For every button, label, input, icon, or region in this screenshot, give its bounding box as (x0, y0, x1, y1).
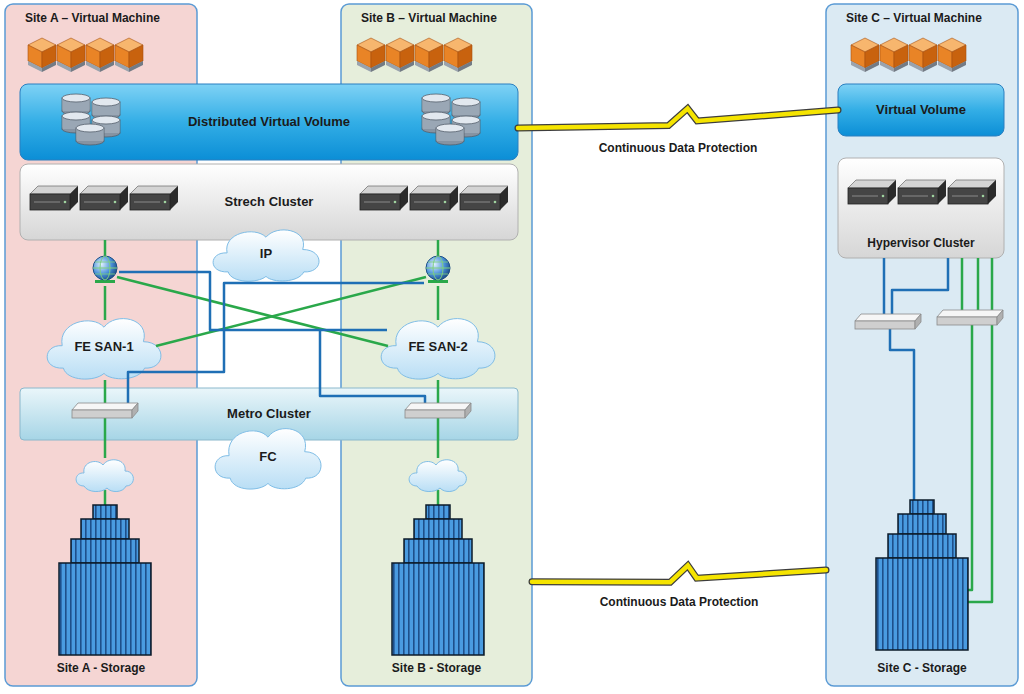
network-cloud-shape (381, 319, 495, 379)
network-wires (105, 240, 992, 602)
site-label: Site A - Storage (57, 661, 145, 675)
network-cloud-shape (213, 230, 319, 281)
database-icons (62, 94, 480, 145)
cluster-band-shape (20, 164, 518, 240)
site-panel: Site C – Virtual MachineSite C - Storage… (826, 4, 1018, 686)
connector-label: Continuous Data Protection (599, 141, 758, 155)
site-label: Site C - Storage (877, 661, 966, 675)
connector-label-box: Continuous Data Protection (595, 140, 762, 156)
lightning-connector (532, 566, 826, 583)
switch-icons (72, 310, 1003, 418)
cluster-band: Strech Cluster (20, 164, 518, 240)
network-cloud: IP (212, 226, 320, 282)
volume-band: Distributed Virtual Volume (20, 84, 518, 160)
cluster-band: Metro Cluster (20, 388, 518, 440)
network-cloud: FC (214, 424, 322, 490)
lightning-outline (532, 566, 826, 583)
node-label: FE SAN-2 (408, 339, 467, 355)
site-label: Site C – Virtual Machine (846, 11, 982, 25)
network-cloud: FE SAN-1 (46, 314, 162, 380)
node-label: IP (260, 246, 272, 262)
site-label: Site B - Storage (392, 661, 481, 675)
site-label: Site A – Virtual Machine (25, 11, 160, 25)
node-label: Distributed Virtual Volume (188, 114, 350, 130)
volume-band: Virtual Volume (838, 84, 1004, 136)
network-cloud: FE SAN-2 (380, 314, 496, 380)
storage-buildings (59, 500, 968, 655)
node-label: FE SAN-1 (74, 339, 133, 355)
cluster-band-shape (20, 388, 518, 440)
node-label: Strech Cluster (225, 194, 314, 210)
connector-label: Continuous Data Protection (600, 595, 759, 609)
node-label: Hypervisor Cluster (867, 236, 974, 250)
server-icons (30, 180, 996, 210)
cluster-band-shape (838, 158, 1004, 258)
network-cloud-shape (215, 429, 321, 489)
network-cloud-shape (47, 319, 161, 379)
site-panel-shape (826, 4, 1018, 686)
node-label: Virtual Volume (876, 102, 966, 118)
volume-band-shape (20, 84, 518, 160)
node-label: Metro Cluster (227, 406, 311, 422)
vm-icons (28, 38, 966, 72)
cluster-band: Hypervisor Cluster (838, 158, 1004, 258)
node-label: FC (259, 449, 276, 465)
lightning-outline (518, 108, 838, 128)
site-label: Site B – Virtual Machine (361, 11, 497, 25)
lightning-connector (518, 108, 838, 128)
connector-label-box: Continuous Data Protection (596, 594, 763, 610)
volume-band-shape (838, 84, 1004, 136)
storage-clouds (76, 460, 466, 492)
